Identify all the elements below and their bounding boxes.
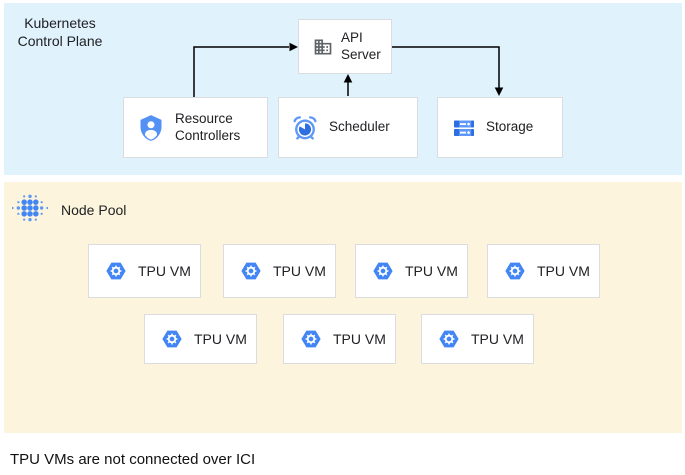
tpu-hexagon-icon — [301, 330, 321, 348]
tpu-vm-label: TPU VM — [405, 263, 458, 279]
tpu-vm-label: TPU VM — [194, 331, 247, 347]
node-pool-panel — [4, 182, 682, 433]
tpu-vm-label: TPU VM — [273, 263, 326, 279]
api-server-node: API Server — [298, 19, 392, 74]
api-server-label: API Server — [341, 29, 381, 62]
footer-note: TPU VMs are not connected over ICI — [10, 451, 256, 468]
resource-controllers-label: Resource Controllers — [175, 110, 241, 143]
tpu-vm-node-7: TPU VM — [421, 314, 534, 364]
scheduler-label: Scheduler — [329, 119, 390, 135]
building-icon — [314, 39, 332, 54]
tpu-vm-node-1: TPU VM — [88, 244, 201, 298]
dot-grid — [12, 194, 48, 222]
tpu-vm-node-3: TPU VM — [355, 244, 468, 298]
tpu-hexagon-icon — [373, 262, 393, 280]
scheduler-node: Scheduler — [278, 97, 418, 158]
tpu-vm-node-6: TPU VM — [283, 314, 396, 364]
tpu-vm-label: TPU VM — [333, 331, 386, 347]
resource-controllers-node: Resource Controllers — [123, 97, 268, 158]
node-pool-title: Node Pool — [61, 202, 127, 218]
tpu-hexagon-icon — [505, 262, 525, 280]
tpu-vm-node-5: TPU VM — [144, 314, 257, 364]
storage-node: Storage — [437, 97, 563, 158]
tpu-hexagon-icon — [439, 330, 459, 348]
tpu-hexagon-icon — [106, 262, 126, 280]
tpu-vm-node-4: TPU VM — [487, 244, 600, 298]
tpu-hexagon-icon — [241, 262, 261, 280]
tpu-vm-label: TPU VM — [138, 263, 191, 279]
storage-label: Storage — [486, 119, 534, 135]
tpu-vm-label: TPU VM — [537, 263, 590, 279]
tpu-vm-node-2: TPU VM — [223, 244, 336, 298]
storage-stack-icon — [454, 120, 474, 136]
tpu-hexagon-icon — [162, 330, 182, 348]
shield-person-icon — [140, 114, 162, 141]
tpu-vm-label: TPU VM — [471, 331, 524, 347]
dot-cluster-icon — [12, 194, 48, 222]
control-plane-title: Kubernetes Control Plane — [17, 15, 103, 50]
alarm-clock-icon — [293, 115, 317, 140]
